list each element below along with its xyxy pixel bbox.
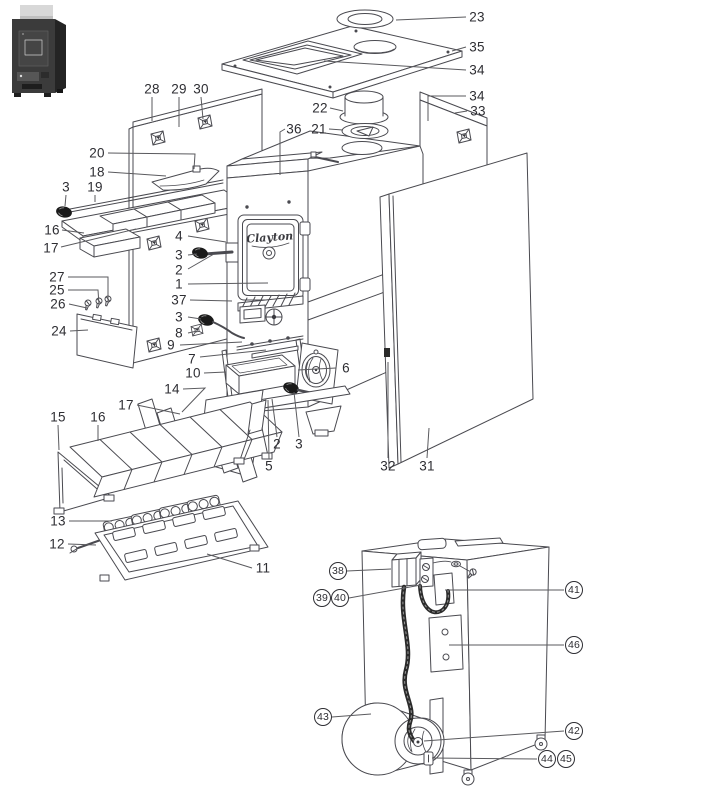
leader-line	[68, 289, 100, 306]
leader-line	[200, 96, 204, 120]
leader-line	[69, 329, 89, 332]
access-door-drawing	[76, 294, 138, 369]
leader-line	[206, 553, 253, 569]
leader-line	[451, 46, 467, 52]
leader-line	[61, 229, 85, 234]
leader-line	[136, 404, 181, 415]
leader-line	[267, 399, 270, 460]
leader-line	[203, 371, 227, 374]
leader-line	[395, 16, 467, 21]
leader-line	[187, 235, 227, 243]
firebrick-trough-drawing	[53, 399, 283, 515]
leader-line	[107, 171, 167, 177]
leader-line	[179, 341, 243, 346]
leader-line	[328, 128, 344, 131]
leader-line	[187, 316, 202, 320]
outer-side-panel-drawing	[379, 152, 534, 469]
leader-line	[189, 299, 233, 302]
leader-line	[107, 152, 196, 170]
leader-line	[348, 584, 422, 599]
leader-line	[331, 713, 372, 718]
leader-line	[454, 110, 468, 114]
leader-line	[57, 424, 60, 451]
leader-line	[181, 387, 207, 413]
leader-line	[329, 107, 344, 112]
leader-line	[68, 303, 88, 309]
leader-line	[346, 568, 392, 572]
leader-line	[323, 60, 467, 71]
leader-line	[423, 730, 565, 742]
leader-line	[199, 349, 267, 358]
grate-frame-drawing	[94, 500, 269, 582]
door-logo: Clayton	[246, 229, 294, 245]
leader-line	[297, 367, 337, 371]
leader-line	[187, 253, 215, 270]
leader-line	[60, 228, 137, 248]
leader-line	[187, 253, 198, 256]
leader-line	[293, 391, 300, 438]
leader-line	[431, 757, 538, 760]
product-photo	[12, 5, 66, 97]
top-panel-drawing	[221, 9, 463, 99]
leader-line	[427, 95, 466, 121]
leader-line	[426, 427, 430, 459]
leader-line	[271, 398, 278, 438]
rear-view-blower-drawing	[341, 537, 550, 786]
shelf-and-rod-drawing	[54, 165, 246, 258]
leader-line	[187, 282, 269, 285]
leader-line	[187, 330, 198, 334]
leader-line	[279, 128, 286, 175]
leader-line	[64, 194, 67, 207]
leader-line	[68, 276, 109, 302]
leader-line	[67, 543, 97, 546]
